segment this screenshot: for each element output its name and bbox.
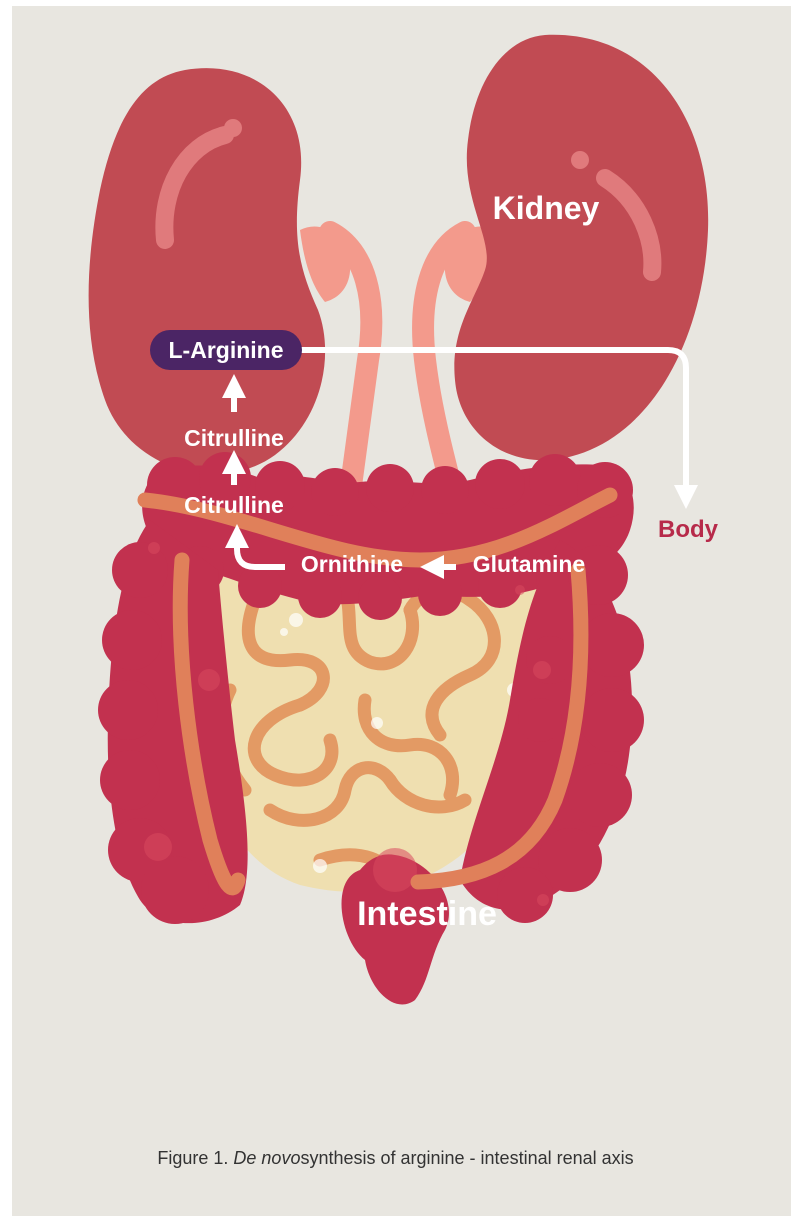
l-arginine-label: L-Arginine (169, 337, 284, 363)
citrulline-lower-label: Citrulline (184, 492, 284, 518)
glutamine-label: Glutamine (473, 551, 585, 577)
kidney-label: Kidney (493, 190, 600, 226)
figure-caption: Figure 1. De novosynthesis of arginine -… (0, 1148, 791, 1169)
caption-suffix: synthesis of arginine - intestinal renal… (300, 1148, 633, 1168)
left-kidney (89, 68, 326, 474)
ornithine-label: Ornithine (301, 551, 403, 577)
right-kidney (454, 35, 708, 460)
caption-italic: De novo (233, 1148, 300, 1168)
caption-prefix: Figure 1. (157, 1148, 233, 1168)
intestine-label: Intestine (357, 895, 497, 933)
citrulline-upper-label: Citrulline (184, 425, 284, 451)
body-label: Body (658, 516, 719, 543)
